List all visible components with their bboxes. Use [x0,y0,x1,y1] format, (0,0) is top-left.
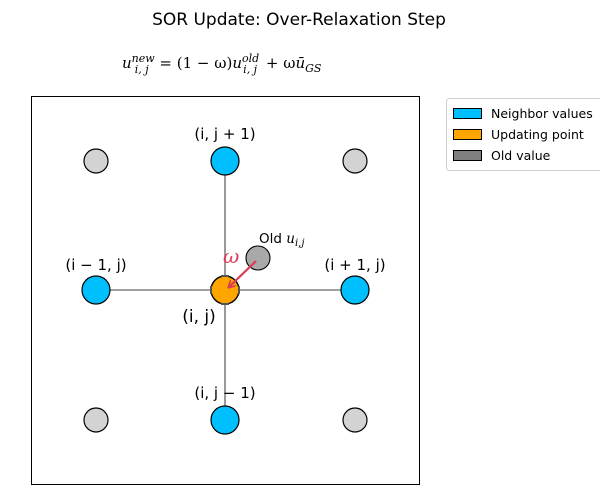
eq-old-sub: i, j [243,63,258,76]
eq-rhs: + ω [261,54,295,72]
label-top-neighbor: (i, j + 1) [194,125,255,143]
eq-lhs-sup: new [132,52,156,65]
label-right-neighbor: (i + 1, j) [324,256,385,274]
legend-label: Neighbor values [491,106,593,121]
eq-middle: = (1 − ω) [155,54,233,72]
label-old-value: Old ui,j [259,231,304,249]
corner-top-left-node [83,148,109,174]
corner-top-right-node [342,148,368,174]
neighbor-node-left [81,275,111,305]
eq-gs-base: ū [295,54,305,72]
old-label-sub: i,j [295,238,304,249]
neighbor-node-top [210,146,240,176]
eq-old-base: u [232,54,242,72]
corner-bottom-left-node [83,407,109,433]
label-center-point: (i, j) [182,307,216,327]
legend-swatch [453,129,482,140]
label-bottom-neighbor: (i, j − 1) [194,384,255,402]
label-left-neighbor: (i − 1, j) [65,256,126,274]
axes-frame [31,96,420,485]
old-label-prefix: Old [259,231,286,247]
eq-lhs-base: u [122,54,132,72]
neighbor-node-bottom [210,405,240,435]
legend-label: Old value [491,148,551,163]
eq-old-sup: old [242,52,259,65]
omega-label: ω [223,244,239,268]
legend-label: Updating point [491,127,584,142]
legend-swatch [453,108,482,119]
grid-nodes [81,146,370,435]
figure-title: SOR Update: Over-Relaxation Step [152,10,446,30]
old-label-base: u [286,231,295,247]
legend-frame [446,98,600,171]
neighbor-node-right [340,275,370,305]
relaxation-arrow [229,260,257,287]
eq-lhs-sub: i, j [135,63,150,76]
legend-swatch [453,150,482,161]
eq-gs-sub: GS [305,62,322,75]
corner-bottom-right-node [342,407,368,433]
